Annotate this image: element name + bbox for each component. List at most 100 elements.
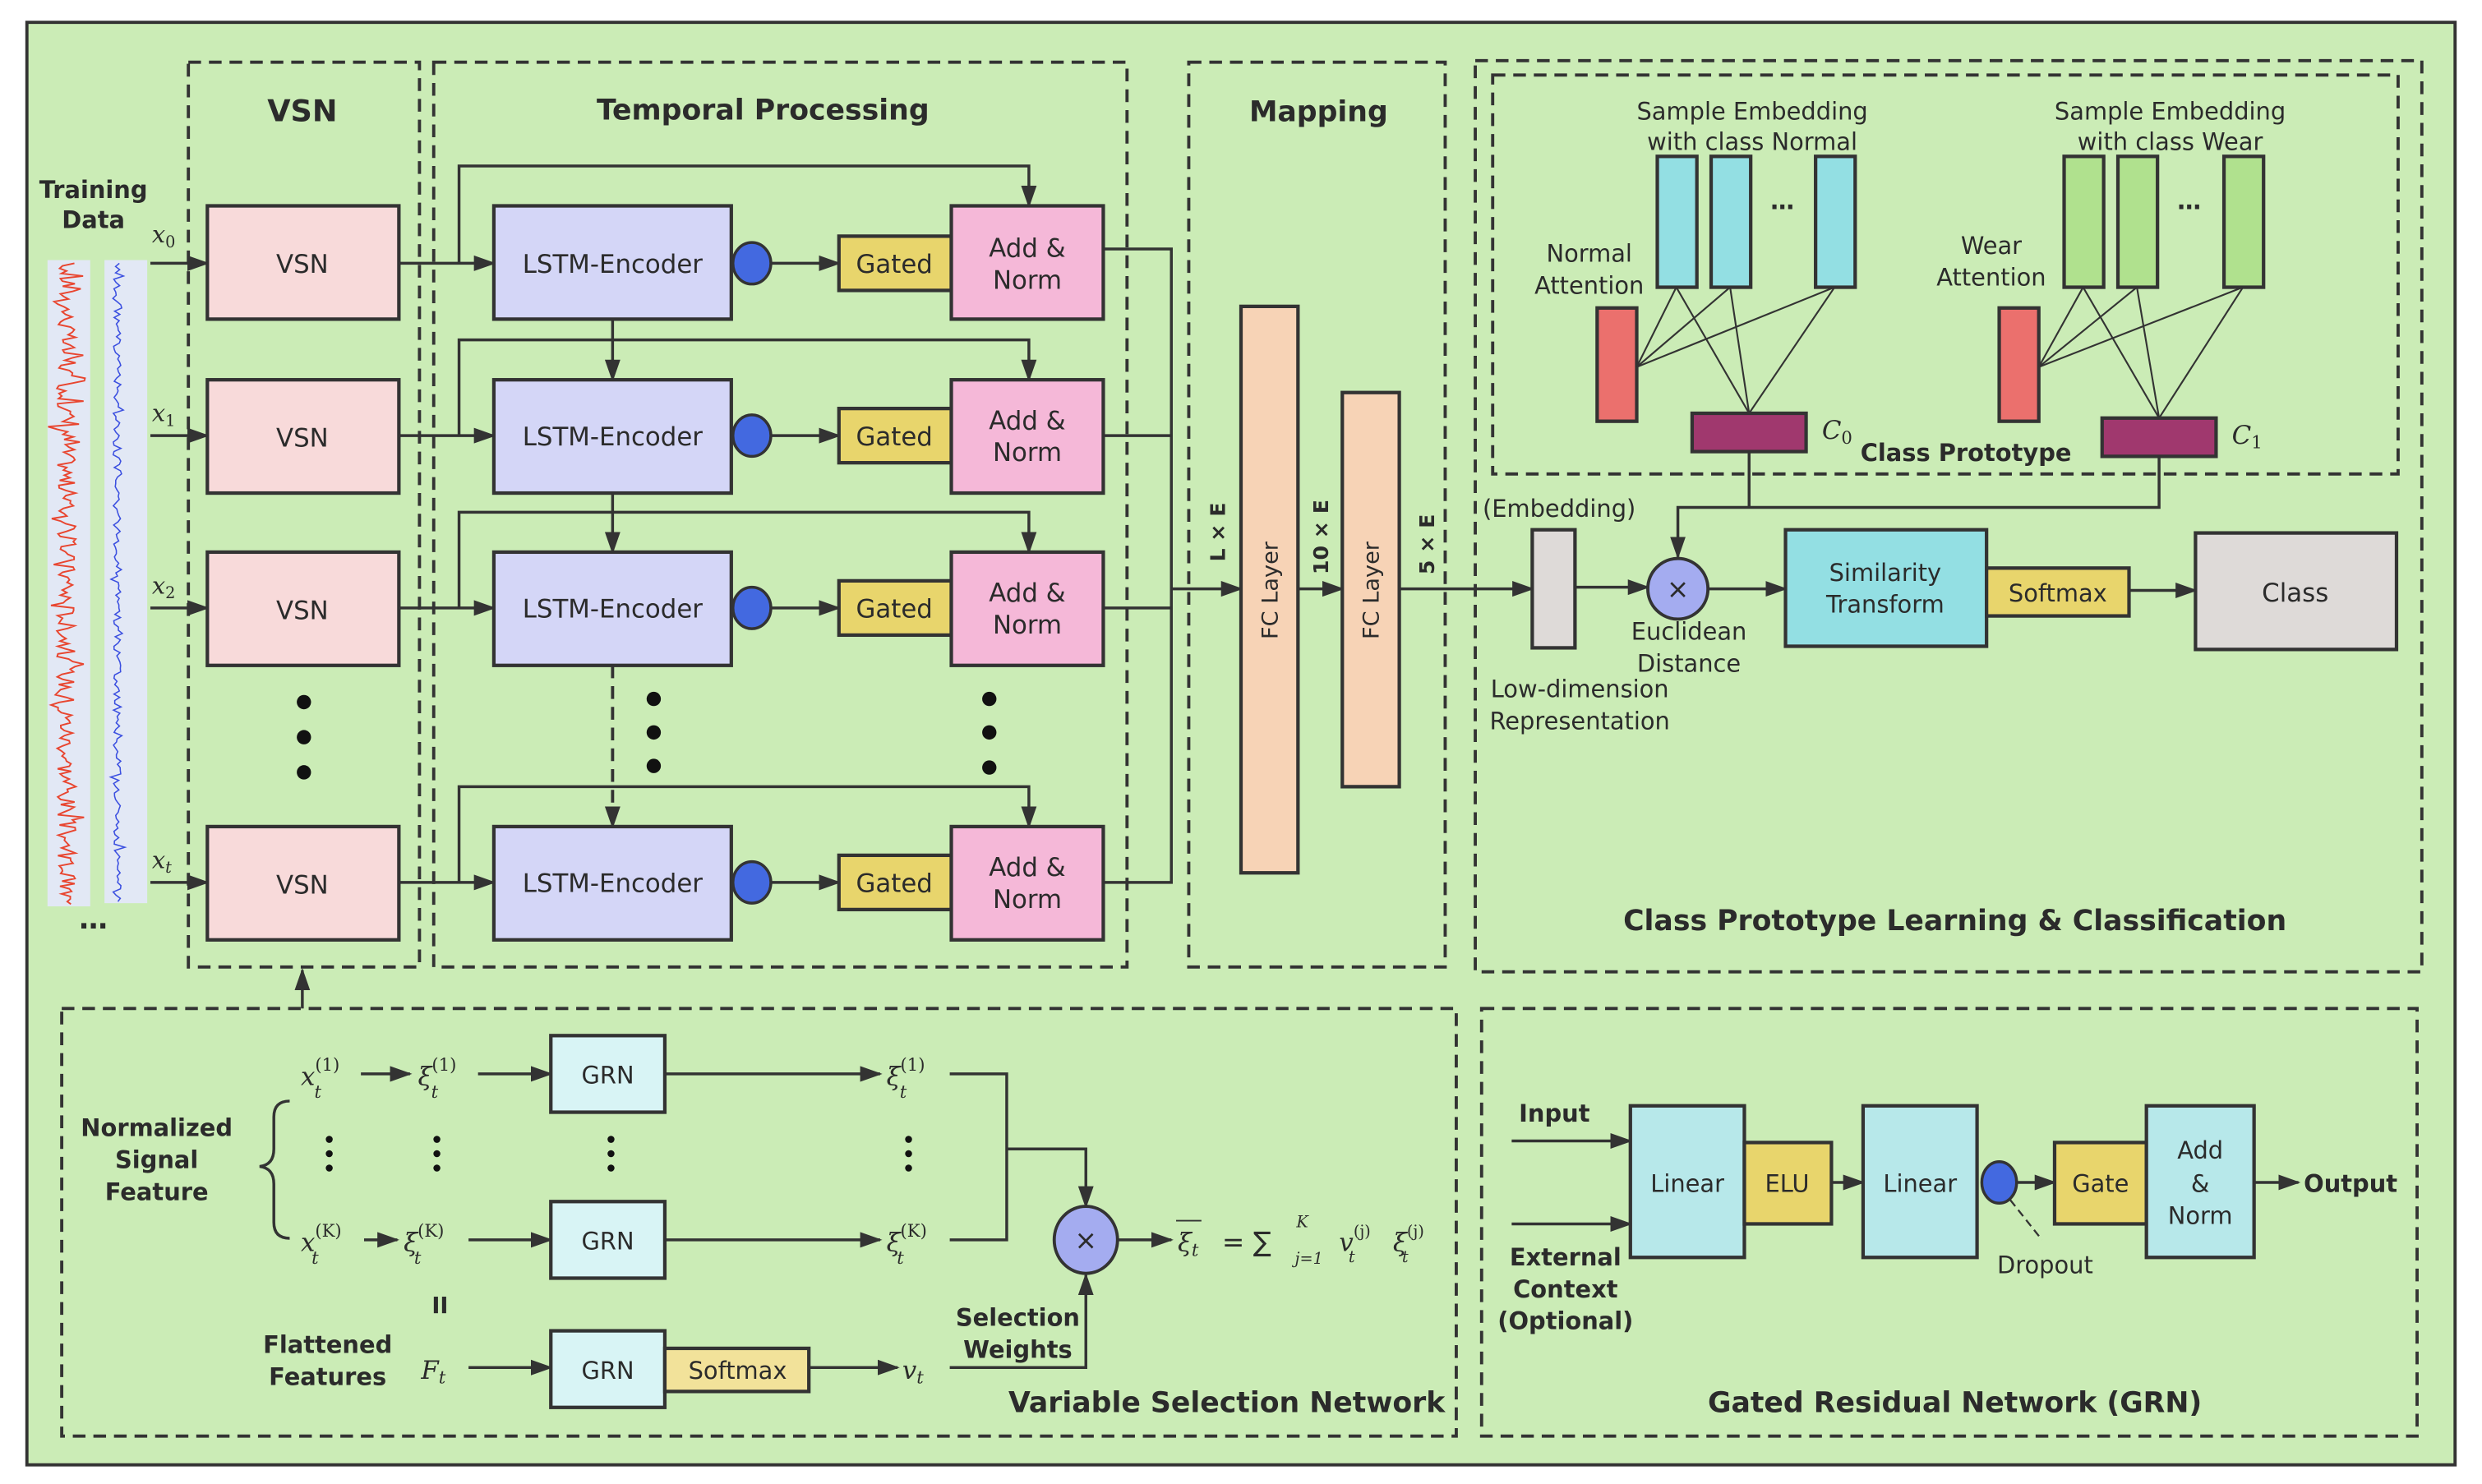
add-norm-label-2: Norm <box>993 885 1062 915</box>
xi-1-symbol: ξ(1)t <box>418 1055 456 1103</box>
softmax-label: Softmax <box>689 1357 787 1385</box>
wear-embedding-title-2: with class Wear <box>2078 127 2263 155</box>
fc-layer-2[interactable]: FC Layer <box>1340 390 1401 789</box>
vsn-softmax-box[interactable]: Softmax <box>662 1346 811 1394</box>
normalized-signal-label-3: Feature <box>105 1178 209 1205</box>
vsn-box[interactable]: VSN <box>205 204 401 321</box>
vsn-box[interactable]: VSN <box>205 378 401 495</box>
vsn-multiply-node[interactable]: × <box>1052 1205 1119 1275</box>
vsn-ellipsis <box>297 694 311 780</box>
fc-layer-1-label: FC Layer <box>1257 541 1283 639</box>
vsn-box-label: VSN <box>276 424 329 454</box>
residual-skip-arrow <box>457 164 1037 264</box>
add-norm-box[interactable]: Add &Norm <box>949 550 1105 667</box>
class-prototype-caption: Class Prototype <box>1861 439 2072 467</box>
lstm-encoder-label: LSTM-Encoder <box>523 250 703 279</box>
dropout-dot <box>731 413 773 459</box>
similarity-transform-box[interactable]: Similarity Transform <box>1783 528 1989 648</box>
parallel-symbol: II <box>431 1293 448 1319</box>
residual-skip-arrow <box>457 785 1037 883</box>
vsn-box-label: VSN <box>276 596 329 625</box>
residual-skip-arrow <box>457 338 1037 436</box>
prototype-c1-label: C1 <box>2232 421 2263 454</box>
linear-label: Linear <box>1650 1170 1724 1198</box>
wear-attention-links <box>2037 286 2244 419</box>
grn-linear-2[interactable]: Linear <box>1861 1104 1979 1260</box>
grn-output-label: Output <box>2304 1170 2397 1198</box>
add-norm-box[interactable]: Add &Norm <box>949 204 1105 321</box>
prototype-c1 <box>2100 416 2218 459</box>
add-norm-box[interactable]: Add &Norm <box>949 378 1105 495</box>
grn-box-1[interactable]: GRN <box>549 1034 667 1114</box>
grn-linear-1[interactable]: Linear <box>1628 1104 1746 1260</box>
grn-box-k[interactable]: GRN <box>549 1200 667 1280</box>
normalized-signal-label-2: Signal <box>115 1145 198 1173</box>
temporal-output-bus <box>1103 247 1173 884</box>
add-norm-label: Add & <box>989 853 1065 883</box>
class-output-box[interactable]: Class <box>2194 531 2399 652</box>
gated-box[interactable]: Gated <box>837 406 953 465</box>
flattened-features-label-2: Features <box>269 1362 386 1390</box>
vsn-box[interactable]: VSN <box>205 824 401 942</box>
xi-combine-bus <box>949 1072 1008 1242</box>
xi-out-k-symbol: ξ(K)t <box>887 1221 927 1269</box>
normalized-signal-label: Normalized <box>81 1114 233 1142</box>
normal-embedding-bar <box>1814 154 1857 289</box>
grn-input-label: Input <box>1519 1099 1589 1127</box>
grn-gate[interactable]: Gate <box>2052 1141 2148 1226</box>
wear-embedding-bar <box>2221 154 2266 289</box>
external-context-label: External <box>1510 1243 1622 1271</box>
euclidean-label-2: Distance <box>1637 649 1741 677</box>
more-signals-ellipsis: … <box>79 903 108 936</box>
input-label-xt: xt <box>152 846 172 877</box>
external-context-label-3: (Optional) <box>1497 1307 1633 1335</box>
mapping-panel-title: Mapping <box>1249 95 1388 128</box>
temporal-ellipsis-left <box>646 691 662 773</box>
normal-embedding-ellipsis: … <box>1770 187 1794 214</box>
svg-text:= ∑: = ∑ <box>1222 1225 1271 1257</box>
class-label: Class <box>2262 578 2328 608</box>
grn-add-norm[interactable]: Add & Norm <box>2144 1104 2256 1260</box>
add-norm-label: Add & <box>989 406 1065 436</box>
temporal-panel-title: Temporal Processing <box>597 94 930 127</box>
prototype-c0-label: C0 <box>1822 416 1852 449</box>
lstm-encoder-box[interactable]: LSTM-Encoder <box>491 824 733 942</box>
normal-embedding-bar <box>1655 154 1699 289</box>
vsn-detail-panel <box>60 1007 1458 1438</box>
wear-attention-label-2: Attention <box>1936 263 2046 291</box>
flattened-features-label: Flattened <box>263 1331 392 1359</box>
linear-label: Linear <box>1883 1170 1957 1198</box>
embedding-label: (Embedding) <box>1483 495 1635 523</box>
xi-out-1-symbol: ξ(1)t <box>887 1055 925 1103</box>
normal-embedding-bar <box>1709 154 1753 289</box>
wear-embedding-title: Sample Embedding <box>2055 98 2286 126</box>
f-t-symbol: Ft <box>420 1356 445 1389</box>
signal-plot-blue <box>104 260 148 904</box>
vsn-box[interactable]: VSN <box>205 550 401 667</box>
add-norm-label-2: Norm <box>993 611 1062 640</box>
gate-label: Gate <box>2072 1170 2129 1198</box>
mapping-panel <box>1187 60 1447 969</box>
lstm-encoder-box[interactable]: LSTM-Encoder <box>491 550 733 667</box>
residual-skip-arrow <box>457 510 1037 608</box>
wear-attention-label: Wear <box>1961 232 2022 260</box>
arrow-xi-to-multiply <box>1006 1147 1094 1209</box>
signal-trace-blue <box>108 262 127 902</box>
dropout-pointer <box>2009 1199 2043 1241</box>
add-norm-box[interactable]: Add &Norm <box>949 824 1105 942</box>
multiply-icon: × <box>1075 1224 1097 1256</box>
similarity-label-2: Transform <box>1825 591 1945 619</box>
gated-box[interactable]: Gated <box>837 853 953 912</box>
lstm-encoder-box[interactable]: LSTM-Encoder <box>491 204 733 321</box>
grn-box-flattened[interactable]: GRN <box>549 1329 667 1409</box>
fc-layer-1[interactable]: FC Layer <box>1239 304 1300 875</box>
wear-embedding-bar <box>2115 154 2160 289</box>
dim-label-mid: 10 × E <box>1309 500 1333 574</box>
grn-elu[interactable]: ELU <box>1742 1141 1834 1226</box>
softmax-box[interactable]: Softmax <box>1985 566 2131 618</box>
lstm-encoder-box[interactable]: LSTM-Encoder <box>491 378 733 495</box>
euclidean-distance-node[interactable]: × <box>1646 556 1710 621</box>
gated-box[interactable]: Gated <box>837 234 953 293</box>
normal-attention-bar <box>1595 306 1639 423</box>
gated-box[interactable]: Gated <box>837 578 953 638</box>
